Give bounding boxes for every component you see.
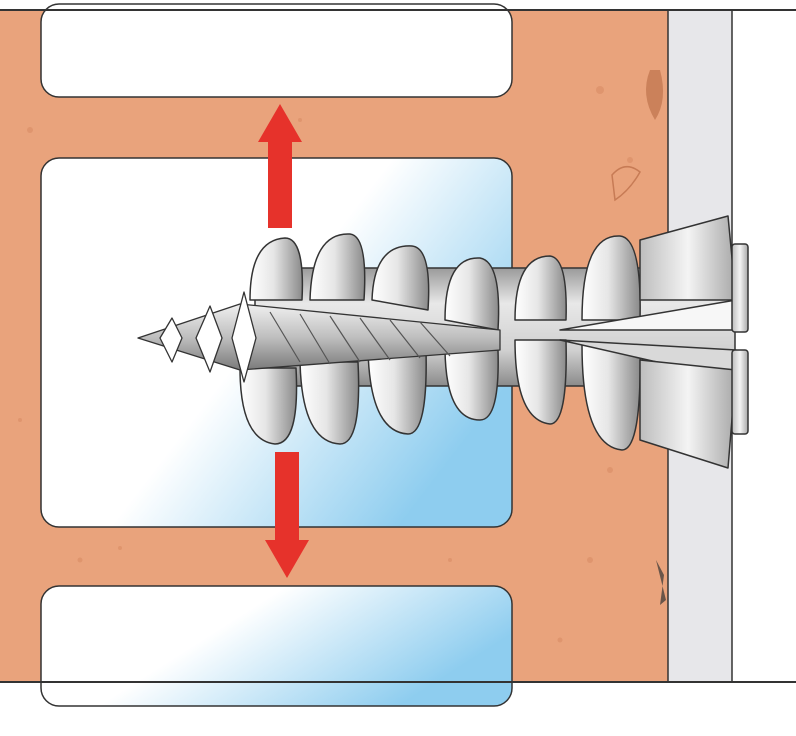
brick-cavity-bottom xyxy=(40,585,513,707)
brick-crack xyxy=(646,70,664,120)
brick-crack xyxy=(611,166,641,202)
screw xyxy=(137,291,501,383)
brick-crack xyxy=(656,560,666,605)
expansion-arrow-up xyxy=(258,104,302,228)
plug-upper-ribs xyxy=(249,233,641,331)
plug-lower-ribs xyxy=(239,339,641,451)
screw-thread-lines xyxy=(269,311,451,365)
screw-thread xyxy=(159,291,257,383)
screw-body xyxy=(137,303,501,371)
expansion-arrow-down xyxy=(265,452,309,578)
brick-cavity-top xyxy=(40,3,513,98)
plug-split-fins xyxy=(559,215,749,469)
brick-texture xyxy=(18,86,643,643)
